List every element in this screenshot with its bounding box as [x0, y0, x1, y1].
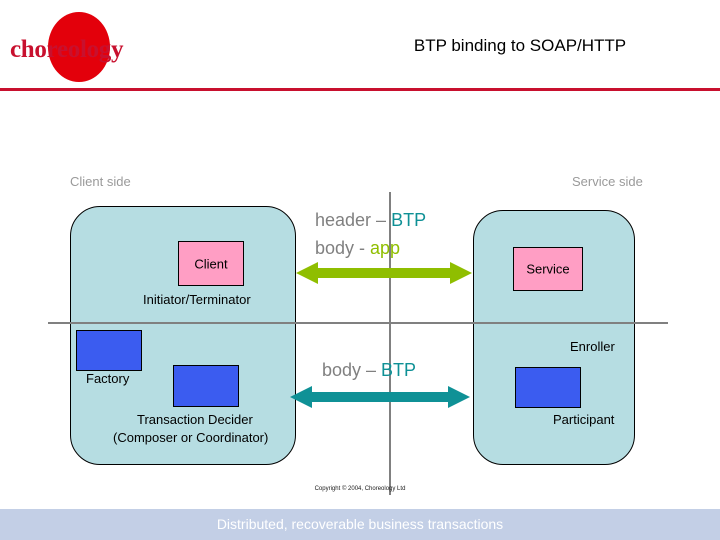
client-role-box: Client: [178, 241, 244, 286]
message-label-header-btp: header – BTP: [315, 210, 426, 231]
vertical-divider-line: [389, 192, 391, 495]
soap-body-arrow: [290, 383, 470, 411]
enroller-caption: Enroller: [570, 339, 615, 354]
logo-ellipse-icon: [48, 12, 110, 82]
service-side-label: Service side: [572, 174, 643, 189]
factory-caption: Factory: [86, 371, 130, 386]
horizontal-divider-line: [48, 322, 668, 324]
participant-caption: Participant: [553, 412, 615, 427]
body-app-highlight: app: [370, 238, 401, 258]
body-btp-highlight: BTP: [381, 360, 417, 380]
transaction-decider-role-box: [173, 365, 239, 407]
client-side-label: Client side: [70, 174, 131, 189]
participant-role-box: [515, 367, 581, 408]
copyright-notice: Copyright © 2004, Choreology Ltd: [314, 486, 406, 492]
header-btp-highlight: BTP: [391, 210, 427, 230]
initiator-terminator-caption: Initiator/Terminator: [143, 292, 251, 307]
logo-wordmark: choreology: [10, 36, 124, 63]
transaction-decider-subcaption: (Composer or Coordinator): [113, 430, 269, 445]
client-role-label: Client: [194, 256, 228, 271]
message-label-body-app: body - app: [315, 238, 400, 259]
header-prefix-text: header –: [315, 210, 392, 230]
soap-header-arrow: [296, 259, 472, 287]
bottom-banner: Distributed, recoverable business transa…: [0, 509, 720, 540]
header-divider-rule: [0, 88, 720, 91]
bottom-banner-text: Distributed, recoverable business transa…: [216, 516, 504, 532]
message-label-body-btp: body – BTP: [322, 360, 416, 381]
body-btp-prefix-text: body –: [322, 360, 382, 380]
body-prefix-text: body -: [315, 238, 371, 258]
choreology-logo: choreology: [10, 12, 155, 82]
factory-role-box: [76, 330, 142, 371]
service-role-label: Service: [526, 261, 570, 277]
transaction-decider-caption: Transaction Decider: [137, 412, 253, 427]
page-title: BTP binding to SOAP/HTTP: [413, 36, 627, 55]
service-role-box: Service: [513, 247, 583, 291]
